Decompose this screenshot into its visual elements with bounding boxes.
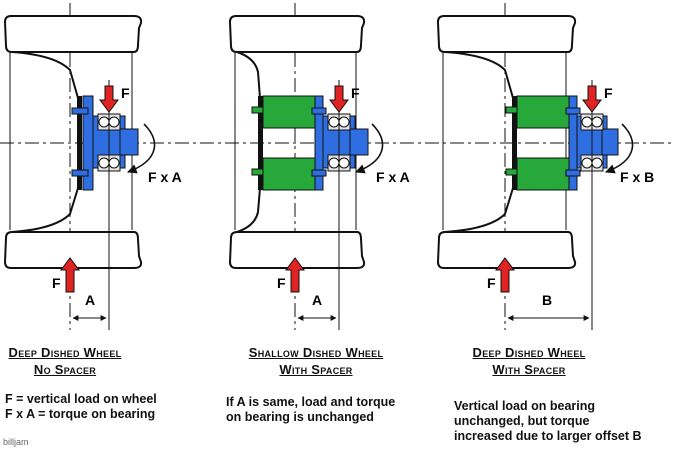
- spacer-lower: [516, 157, 570, 191]
- panel-2-description: If A is same, load and torque on bearing…: [226, 395, 395, 425]
- description-line: on bearing is unchanged: [226, 410, 374, 424]
- bearing-upper: [581, 116, 593, 128]
- dimension-label: A: [85, 292, 95, 308]
- panel-3-description: Vertical load on bearing unchanged, but …: [454, 399, 642, 444]
- title-line-2: With Spacer: [492, 362, 566, 377]
- force-label-top: F: [351, 85, 360, 101]
- torque-arrow: [605, 123, 634, 174]
- torque-label: F x A: [148, 169, 182, 185]
- force-label-top: F: [121, 85, 130, 101]
- title-line-1: Deep Dished Wheel: [472, 345, 586, 360]
- tire-lower: [228, 231, 366, 269]
- tire-upper: [436, 15, 577, 53]
- bearing-upper: [328, 116, 340, 128]
- description-line: unchanged, but torque: [454, 414, 590, 428]
- bearing-load-arrow: [329, 85, 349, 113]
- spindle: [349, 128, 369, 156]
- bearing-lower: [328, 157, 340, 169]
- title-line-2: With Spacer: [279, 362, 353, 377]
- tire-upper: [228, 15, 366, 53]
- ground-force-arrow: [495, 257, 515, 293]
- ground-force-arrow: [285, 257, 305, 293]
- spindle: [601, 128, 619, 156]
- ground-force-arrow: [60, 257, 80, 293]
- panel-2-title: Shallow Dished Wheel With Spacer: [218, 344, 414, 378]
- panel-3-title: Deep Dished Wheel With Spacer: [444, 344, 614, 378]
- description-line: increased due to larger offset B: [454, 429, 642, 443]
- spacer-lower: [262, 157, 316, 191]
- bearing-lower: [98, 157, 110, 169]
- description-line: F = vertical load on wheel: [5, 392, 157, 406]
- torque-arrow: [127, 123, 156, 174]
- panel-1-diagram: F F x A F A: [3, 3, 182, 330]
- description-line: Vertical load on bearing: [454, 399, 596, 413]
- description-line: If A is same, load and torque: [226, 395, 396, 409]
- tire-lower: [3, 231, 143, 269]
- spindle: [119, 128, 139, 156]
- bearing-load-arrow: [582, 85, 602, 113]
- panel-1-title: Deep Dished Wheel No Spacer: [0, 344, 130, 378]
- credit-label: billjam: [3, 437, 29, 447]
- dimension-label: A: [312, 292, 322, 308]
- tire-lower: [436, 231, 577, 269]
- torque-arrow: [355, 123, 384, 174]
- title-line-2: No Spacer: [33, 362, 97, 377]
- force-label-top: F: [604, 85, 613, 101]
- bearing-lower: [581, 157, 593, 169]
- dimension-label: B: [542, 292, 552, 308]
- torque-label: F x A: [376, 169, 410, 185]
- spacer-upper: [262, 95, 316, 129]
- bearing-upper: [98, 116, 110, 128]
- description-line: F x A = torque on bearing: [5, 407, 156, 421]
- panel-3-diagram: F F x B F B: [436, 3, 654, 330]
- panel-2-diagram: F F x A F A: [228, 3, 410, 330]
- panel-1-description: F = vertical load on wheel F x A = torqu…: [5, 392, 157, 422]
- force-label-bottom: F: [52, 275, 61, 291]
- wheel-diagrams: F F x A F A F F: [0, 3, 675, 330]
- force-label-bottom: F: [487, 275, 496, 291]
- title-line-1: Shallow Dished Wheel: [248, 345, 384, 360]
- force-label-bottom: F: [277, 275, 286, 291]
- title-line-1: Deep Dished Wheel: [8, 345, 122, 360]
- bearing-load-arrow: [99, 85, 119, 113]
- tire-upper: [3, 15, 143, 53]
- torque-label: F x B: [620, 169, 654, 185]
- spacer-upper: [516, 95, 570, 129]
